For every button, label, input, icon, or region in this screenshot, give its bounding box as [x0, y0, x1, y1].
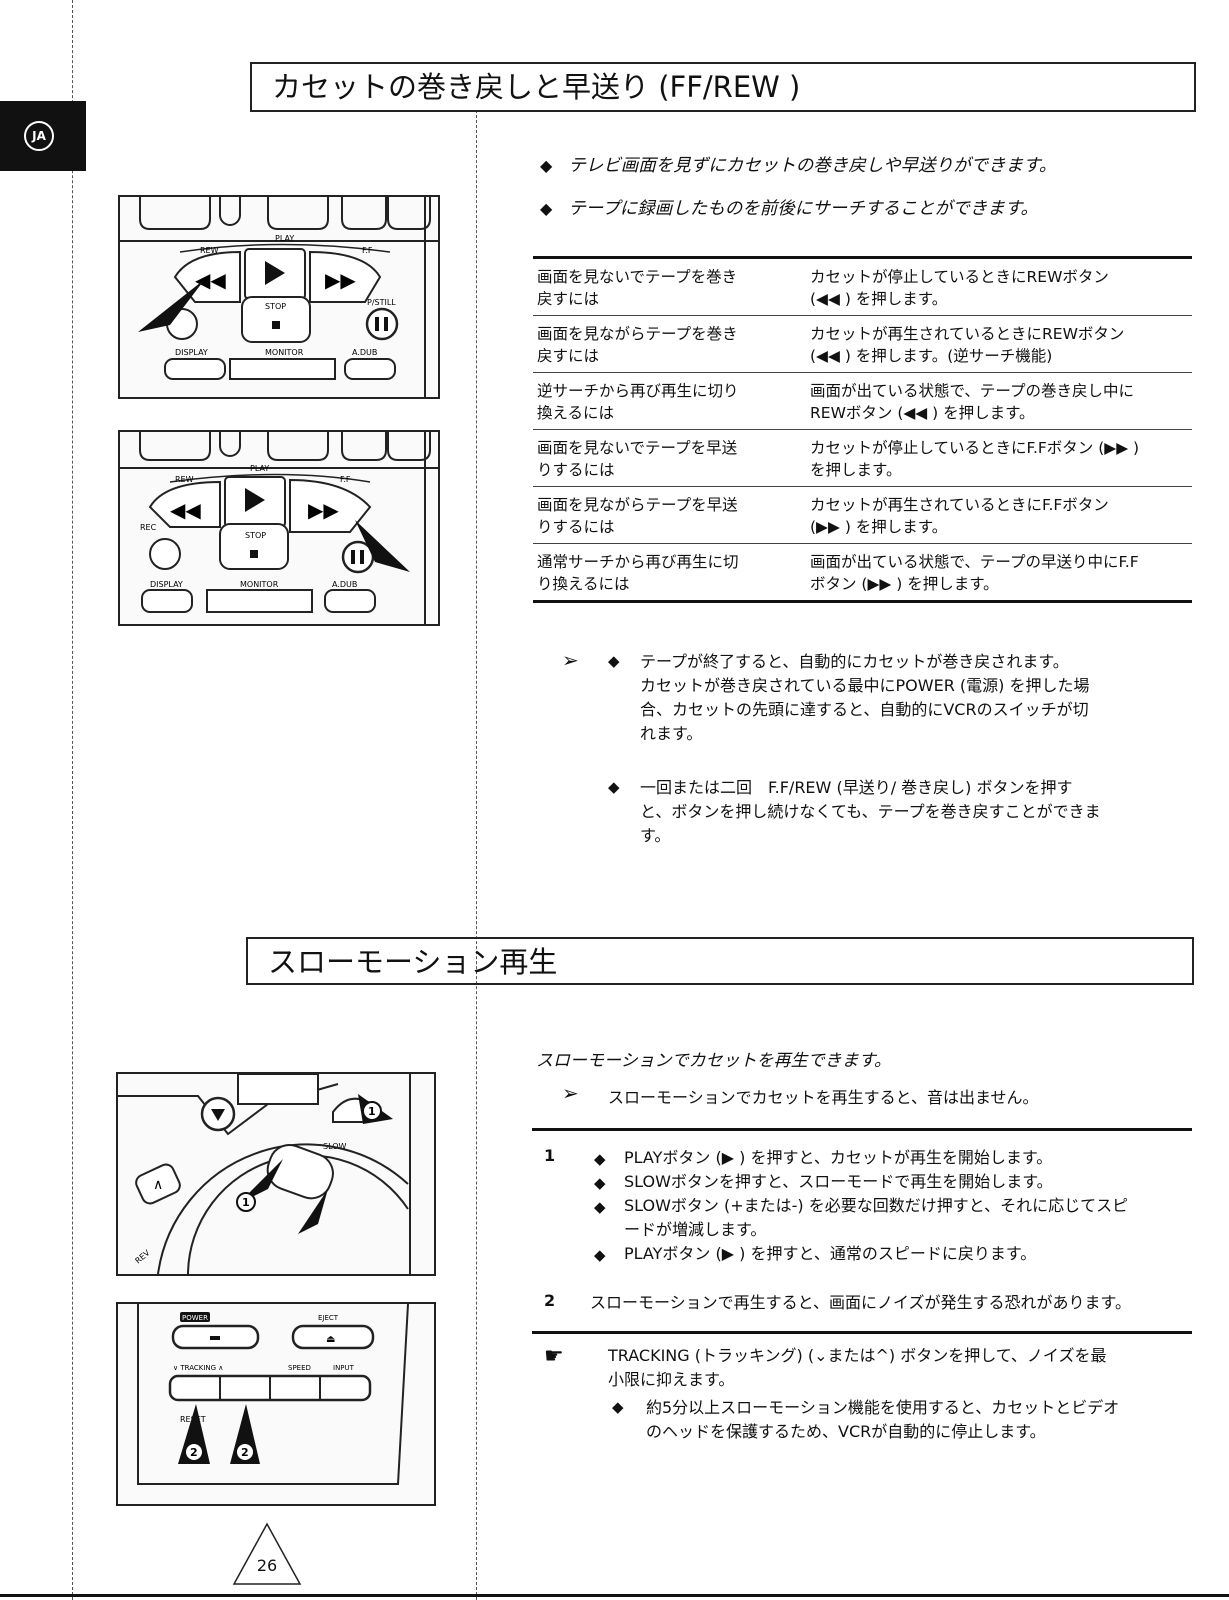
- remote-illustration-ff: REW PLAY F.F ◀◀ ▶▶ STOP REC DISPLAY MONI…: [118, 430, 440, 626]
- monitor-label: MONITOR: [265, 348, 304, 357]
- callout-2: 2: [241, 1446, 249, 1459]
- eject-symbol-icon: ⏏: [326, 1334, 335, 1345]
- table-row: 通常サーチから再び再生に切り換えるには 画面が出ている状態で、テープの早送り中に…: [533, 543, 1192, 603]
- display-label: DISPLAY: [150, 580, 183, 589]
- pstill-label: P/STILL: [367, 298, 396, 307]
- input-label: INPUT: [333, 1364, 355, 1372]
- callout-2: 2: [190, 1446, 198, 1459]
- stop-label: STOP: [265, 302, 286, 311]
- down-arrow-icon: [211, 1109, 225, 1121]
- arrow-note-icon: ➢: [562, 1081, 579, 1105]
- pointer-arrow-icon: [355, 520, 410, 572]
- ff-symbol-icon: ▶▶: [325, 268, 356, 292]
- remote-rew-drawing: REW PLAY F.F ◀◀ ▶▶ STOP P/STILL DISPLAY …: [120, 197, 438, 397]
- monitor-label: MONITOR: [240, 580, 279, 589]
- left-margin-line: [72, 0, 73, 1600]
- eject-label: EJECT: [318, 1314, 339, 1322]
- intro-bullet: ◆テープに録画したものを前後にサーチすることができます。: [540, 199, 1039, 219]
- ff-rew-operations-table: 画面を見ないでテープを巻き戻すには カセットが停止しているときにREWボタン(◀…: [533, 256, 1192, 603]
- step1-instructions: PLAYボタン (▶ ) を押すと、カセットが再生を開始します。 SLOWボタン…: [624, 1148, 1129, 1263]
- rew-label: REW: [200, 246, 219, 255]
- center-divider-line: [476, 110, 477, 1600]
- bottom-edge-rule: [0, 1594, 1229, 1597]
- section2-tip-rule: [532, 1331, 1192, 1334]
- table-row: 画面を見ながらテープを巻き戻すには カセットが再生されているときにREWボタン(…: [533, 315, 1192, 373]
- table-row: 画面を見ないでテープを早送りするには カセットが停止しているときにF.Fボタン …: [533, 429, 1192, 487]
- stop-label: STOP: [245, 531, 266, 540]
- section2-top-rule: [532, 1128, 1192, 1131]
- display-label: DISPLAY: [175, 348, 208, 357]
- diamond-bullet-icon: ◆: [594, 1174, 606, 1192]
- pointing-hand-icon: ☛: [544, 1344, 564, 1369]
- adub-label: A.DUB: [352, 348, 377, 357]
- speed-label: SPEED: [288, 1364, 311, 1372]
- play-label: PLAY: [275, 234, 294, 243]
- slow-intro-text: スローモーションでカセットを再生できます。: [536, 1051, 891, 1071]
- step-number: 1: [544, 1146, 556, 1165]
- ff-rew-press-note: 一回または二回 F.F/REW (早送り/ 巻き戻し) ボタンを押す と、ボタン…: [640, 778, 1101, 845]
- play-symbol-icon: [245, 488, 265, 512]
- callout-1: 1: [242, 1196, 250, 1209]
- remote-illustration-tracking: POWER EJECT ⏏ ∨ TRACKING ∧ SPEED INPUT R…: [116, 1302, 436, 1506]
- step-number: 2: [544, 1291, 556, 1310]
- ff-label: F.F: [340, 475, 351, 484]
- play-symbol-icon: [265, 261, 285, 285]
- auto-stop-note: 約5分以上スローモーション機能を使用すると、カセットとビデオ のヘッドを保護する…: [646, 1398, 1120, 1441]
- rew-label: REW: [175, 475, 194, 484]
- section-title-ff-rew: カセットの巻き戻しと早送り (FF/REW ): [250, 62, 1196, 112]
- rec-label: REC: [140, 523, 157, 532]
- tracking-label: ∨ TRACKING ∧: [173, 1364, 223, 1372]
- stop-symbol-icon: [272, 321, 280, 329]
- step2-instruction: スローモーションで再生すると、画面にノイズが発生する恐れがあります。: [590, 1293, 1131, 1312]
- diamond-bullet-icon: ◆: [594, 1246, 606, 1264]
- table-row: 逆サーチから再び再生に切り換えるには 画面が出ている状態で、テープの巻き戻し中に…: [533, 372, 1192, 430]
- page-number: 26: [256, 1556, 278, 1575]
- stop-symbol-icon: [250, 550, 258, 558]
- remote-slow-drawing: SLOW 1 ∧ 1 REV: [118, 1074, 411, 1274]
- diamond-bullet-icon: ◆: [612, 1398, 624, 1416]
- power-label: POWER: [182, 1314, 208, 1322]
- diamond-bullet-icon: ◆: [608, 652, 620, 670]
- pointer-arrow-icon: [298, 1189, 328, 1234]
- remote-illustration-slow: SLOW 1 ∧ 1 REV: [116, 1072, 436, 1276]
- remote-tracking-drawing: POWER EJECT ⏏ ∨ TRACKING ∧ SPEED INPUT R…: [137, 1304, 409, 1485]
- arrow-note-icon: ➢: [562, 648, 579, 672]
- rew-symbol-icon: ◀◀: [170, 498, 201, 522]
- language-badge: JA: [24, 121, 54, 151]
- intro-bullet: ◆テレビ画面を見ずにカセットの巻き戻しや早送りができます。: [540, 156, 1057, 176]
- rew-symbol-icon: ◀◀: [195, 268, 226, 292]
- remote-ff-drawing: REW PLAY F.F ◀◀ ▶▶ STOP REC DISPLAY MONI…: [120, 432, 438, 624]
- slow-intro-note: スローモーションでカセットを再生すると、音は出ません。: [608, 1088, 1039, 1107]
- ff-symbol-icon: ▶▶: [308, 498, 339, 522]
- table-row: 画面を見ながらテープを早送りするには カセットが再生されているときにF.Fボタン…: [533, 486, 1192, 544]
- diamond-bullet-icon: ◆: [594, 1198, 606, 1216]
- tracking-tip: TRACKING (トラッキング) (⌄または^) ボタンを押して、ノイズを最 …: [608, 1346, 1107, 1389]
- language-tab: JA: [0, 101, 86, 171]
- callout-1: 1: [368, 1105, 376, 1118]
- pause-symbol-icon: [375, 317, 379, 331]
- diamond-bullet-icon: ◆: [608, 778, 620, 796]
- remote-illustration-rew: REW PLAY F.F ◀◀ ▶▶ STOP P/STILL DISPLAY …: [118, 195, 440, 399]
- page-triangle-icon: [232, 1522, 302, 1585]
- diamond-bullet-icon: ◆: [540, 156, 553, 175]
- table-row: 画面を見ないでテープを巻き戻すには カセットが停止しているときにREWボタン(◀…: [533, 256, 1192, 316]
- play-label: PLAY: [250, 464, 269, 473]
- page-number-badge: 26: [232, 1522, 302, 1586]
- adub-label: A.DUB: [332, 580, 357, 589]
- rev-label: REV: [134, 1248, 153, 1266]
- section-title-slow-motion: スローモーション再生: [246, 937, 1194, 985]
- pause-symbol-icon: [351, 550, 355, 564]
- tracking-up-icon: ∧: [153, 1177, 163, 1193]
- ff-label: F.F: [362, 246, 373, 255]
- diamond-bullet-icon: ◆: [594, 1150, 606, 1168]
- diamond-bullet-icon: ◆: [540, 199, 553, 218]
- power-symbol-icon: [210, 1336, 220, 1340]
- auto-rewind-note: テープが終了すると、自動的にカセットが巻き戻されます。 カセットが巻き戻されてい…: [640, 652, 1090, 743]
- pointer-arrow-icon: [138, 279, 205, 332]
